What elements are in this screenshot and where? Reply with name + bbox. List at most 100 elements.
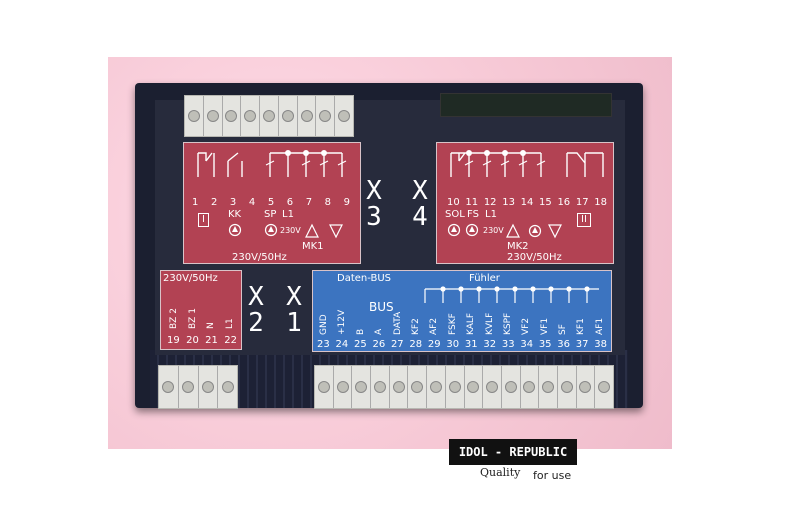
mk2-label-sol: SOL — [445, 209, 465, 220]
terminal-slot — [539, 366, 558, 408]
terminal-number: 13 — [502, 197, 515, 208]
terminal-number: 37 — [575, 339, 589, 350]
terminal-number: 22 — [224, 335, 237, 346]
terminal-number: 6 — [286, 197, 294, 208]
mk1-label-l1: L1 — [282, 209, 294, 220]
mk2-label-fs: FS — [467, 209, 479, 220]
bus-terminal-numbers: 23 24 25 26 27 28 29 30 31 32 33 34 35 3… — [317, 339, 607, 350]
terminal-number: 32 — [483, 339, 497, 350]
connector-x4-text: X 4 — [412, 176, 428, 232]
screw-icon — [336, 381, 349, 393]
terminal-number: 2 — [210, 197, 218, 208]
terminal-number: 11 — [465, 197, 479, 208]
bus-title: Daten-BUS — [337, 273, 392, 284]
mk1-name: MK1 — [302, 241, 324, 252]
terminal-number: 16 — [557, 197, 571, 208]
connector-x4-label: X 4 — [410, 178, 434, 230]
terminal-label: KF1 — [576, 318, 587, 335]
terminal-slot — [185, 96, 204, 136]
terminal-slot — [223, 96, 242, 136]
screw-icon — [523, 381, 536, 393]
terminal-slot — [241, 96, 261, 136]
terminal-number: 33 — [501, 339, 515, 350]
connector-x1-text: X 1 — [286, 282, 302, 338]
bus-terminal-labels: GND +12V B A DATA KF2 AF2 FSKF KALF KVLF… — [319, 299, 605, 335]
screw-icon — [338, 110, 351, 122]
logo-brand: IDOL - REPUBLIC — [449, 439, 577, 465]
mk1-label-kk: KK — [228, 209, 242, 220]
connector-x3-text: X 3 — [366, 176, 382, 232]
connector-x1-label: X 1 — [284, 284, 308, 336]
terminal-label: FSKF — [447, 313, 458, 335]
screw-icon — [429, 381, 442, 393]
terminal-number: 20 — [186, 335, 199, 346]
screw-icon — [263, 110, 276, 122]
terminal-number: 3 — [229, 197, 237, 208]
mk2-panel: 10 11 12 13 14 15 16 17 18 SOL FS L1 II … — [436, 142, 614, 264]
terminal-label: AF1 — [594, 317, 605, 335]
terminal-label: KVLF — [484, 312, 495, 335]
mk2-terminal-numbers: 10 11 12 13 14 15 16 17 18 — [447, 197, 607, 208]
screw-icon — [201, 381, 214, 393]
logo-tagline-quality: Quality — [480, 466, 521, 479]
terminal-label: AF2 — [429, 317, 440, 335]
pump-icon — [447, 223, 461, 237]
connector-x3-label: X 3 — [364, 178, 388, 230]
terminal-number: 36 — [557, 339, 571, 350]
mk2-voltage-small: 230V — [483, 226, 504, 235]
terminal-slot — [521, 366, 540, 408]
terminal-slot — [427, 366, 446, 408]
screw-icon — [221, 381, 234, 393]
terminal-slot — [465, 366, 484, 408]
terminal-number: 17 — [575, 197, 589, 208]
screw-icon — [598, 381, 611, 393]
pump-icon — [228, 223, 242, 237]
terminal-number: 25 — [353, 339, 367, 350]
screw-icon — [206, 110, 219, 122]
terminal-slot — [371, 366, 390, 408]
screw-icon — [560, 381, 573, 393]
bus-label: BUS — [369, 300, 394, 314]
terminal-slot — [298, 96, 317, 136]
terminal-slot — [390, 366, 409, 408]
pin-header-connector — [440, 93, 612, 117]
terminal-slot — [260, 96, 279, 136]
screw-icon — [187, 110, 200, 122]
terminal-number: 12 — [483, 197, 497, 208]
screw-icon — [300, 110, 313, 122]
terminal-label: SF — [558, 324, 569, 335]
terminal-label: VF1 — [539, 317, 550, 335]
terminal-number: 9 — [343, 197, 350, 208]
top-terminal-block — [184, 95, 354, 137]
screw-icon — [225, 110, 238, 122]
terminal-number: 1 — [192, 197, 199, 208]
terminal-label: DATA — [392, 311, 403, 335]
terminal-number: 23 — [317, 339, 330, 350]
connector-x2-text: X 2 — [248, 282, 264, 338]
screw-icon — [319, 110, 332, 122]
screw-icon — [411, 381, 424, 393]
terminal-label: KF2 — [410, 318, 421, 335]
power-terminal-labels: BZ 2 BZ 1 N L1 — [169, 293, 235, 329]
terminal-label: +12V — [337, 309, 348, 335]
terminal-number: 26 — [372, 339, 386, 350]
terminal-slot — [595, 366, 613, 408]
terminal-slot — [199, 366, 219, 408]
mk1-voltage-small: 230V — [280, 226, 301, 235]
terminal-slot — [502, 366, 521, 408]
terminal-slot — [334, 366, 353, 408]
valve-icon — [506, 223, 562, 239]
power-panel: 230V/50Hz BZ 2 BZ 1 N L1 19 20 21 22 — [160, 270, 242, 350]
bottom-left-terminal-block — [158, 365, 238, 409]
mk1-roman-numeral: I — [198, 213, 209, 227]
terminal-number: 31 — [464, 339, 478, 350]
mk1-rating: 230V/50Hz — [232, 252, 287, 263]
terminal-label: KSPF — [502, 312, 513, 335]
terminal-slot — [558, 366, 577, 408]
screw-icon — [392, 381, 405, 393]
terminal-slot — [577, 366, 596, 408]
sensor-bus-line-icon — [424, 286, 599, 303]
terminal-number: 38 — [594, 339, 607, 350]
sensors-title: Fühler — [469, 273, 500, 284]
terminal-label: B — [355, 328, 366, 335]
